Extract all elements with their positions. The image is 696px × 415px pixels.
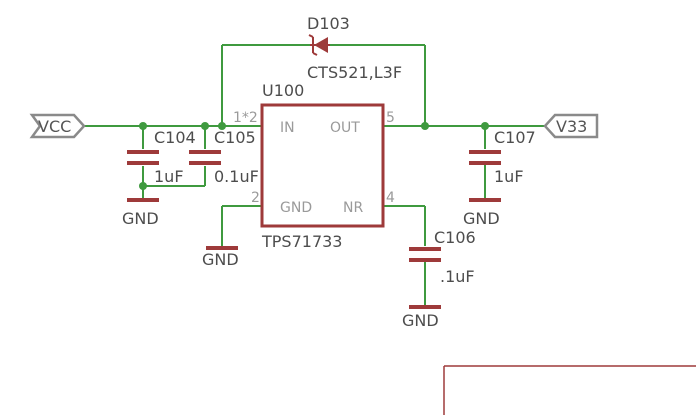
wires [84,44,545,246]
junction-dot [218,122,226,130]
c104-value: 1uF [154,167,184,186]
junction-dot [481,122,489,130]
diode-d103[interactable]: D103 CTS521,L3F [307,14,402,82]
c105-ref: C105 [214,128,256,147]
ground-symbol-ic: GND [202,246,239,269]
c107-value: 1uF [494,167,524,186]
c107-ref: C107 [494,128,536,147]
pin-nr-number: 4 [386,190,395,206]
v33-port-label: V33 [556,117,587,136]
vcc-port[interactable]: VCC [29,113,86,139]
c106-ref: C106 [434,228,476,247]
ic-body [260,103,385,228]
pin-out-name: OUT [330,120,360,136]
vcc-port-shape [29,113,86,139]
ic-ref: U100 [262,81,304,100]
c106-value: .1uF [440,267,475,286]
diode-ref: D103 [307,14,350,33]
junction-dot [421,122,429,130]
ic-u100[interactable]: U100 TPS71733 1*2 IN 5 OUT 2 GND 4 NR [233,81,395,251]
junction-dot [139,122,147,130]
ground-symbol-c106: GND [402,305,441,330]
pin-gnd-name: GND [280,200,312,216]
v33-port-shape [543,113,599,139]
pin-gnd-number: 2 [251,190,260,206]
diode-triangle [314,37,328,53]
junction-dot [139,182,147,190]
junction-dot [201,122,209,130]
diode-value: CTS521,L3F [307,63,402,82]
ground-symbol-c107: GND [463,198,501,228]
diode-zener-tick-bottom [312,52,318,56]
c105-value: 0.1uF [214,167,259,186]
diode-zener-tick-top [308,34,314,38]
v33-port[interactable]: V33 [543,113,599,139]
capacitor-c107[interactable]: C107 1uF [469,128,536,198]
vcc-port-label: VCC [38,117,71,136]
ic-value: TPS71733 [261,232,342,251]
pin-nr-name: NR [343,200,363,216]
capacitor-c105[interactable]: C105 0.1uF [189,128,259,186]
c104-ref: C104 [154,128,196,147]
title-block-frame [443,365,696,415]
capacitor-c104[interactable]: C104 1uF [127,128,196,186]
pin-out-number: 5 [386,110,395,126]
pin-in-number: 1*2 [233,110,258,126]
ground-label: GND [122,209,159,228]
pin-in-name: IN [280,120,295,136]
ground-label: GND [402,311,439,330]
ground-label: GND [202,250,239,269]
ground-label: GND [463,209,500,228]
ground-symbol-c104: GND [122,198,159,228]
capacitor-c106[interactable]: C106 .1uF [409,228,476,305]
junctions [139,122,489,190]
